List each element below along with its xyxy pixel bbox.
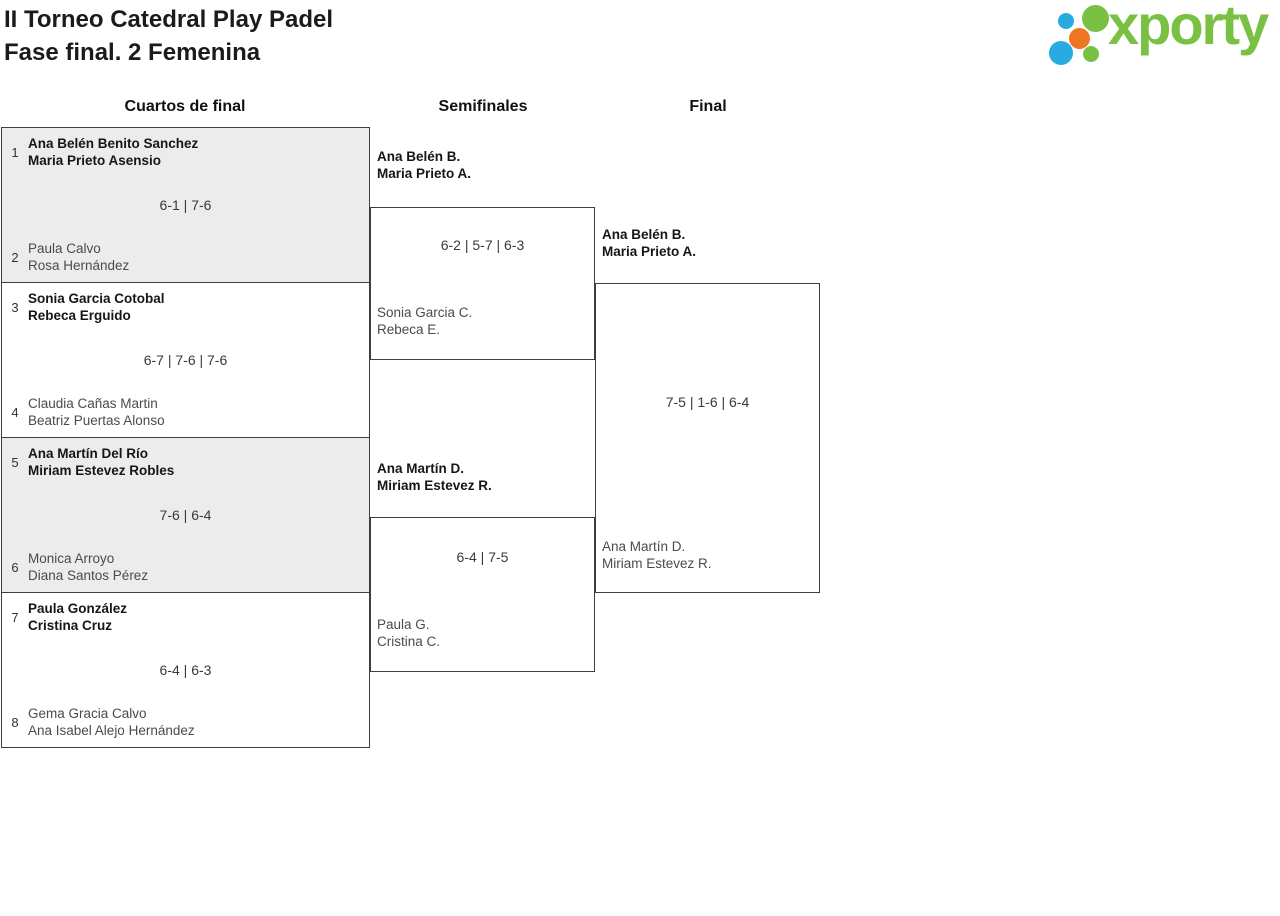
seed-number: 4 xyxy=(11,404,19,420)
player-name: Rebeca E. xyxy=(377,322,441,337)
match-entry: 8 Gema Gracia Calvo Ana Isabel Alejo Her… xyxy=(2,705,369,739)
match-entry: 1 Ana Belén Benito Sanchez Maria Prieto … xyxy=(2,135,369,169)
player-name: Sonia Garcia Cotobal xyxy=(28,291,165,306)
logo-dot-icon xyxy=(1082,5,1109,32)
semifinal-match-2 xyxy=(370,517,595,672)
player-name: Paula González xyxy=(28,601,128,616)
player-name: Monica Arroyo xyxy=(28,551,115,566)
player-name: Beatriz Puertas Alonso xyxy=(28,413,165,428)
player-name: Diana Santos Pérez xyxy=(28,568,149,583)
logo-dot-icon xyxy=(1083,46,1099,62)
seed-number: 1 xyxy=(11,144,19,160)
team-name: Sonia Garcia Cotobal Rebeca Erguido xyxy=(28,290,165,324)
quarterfinal-match-2: 3 Sonia Garcia Cotobal Rebeca Erguido 6-… xyxy=(1,282,370,438)
seed-number: 6 xyxy=(11,559,19,575)
player-name: Miriam Estevez Robles xyxy=(28,463,175,478)
tournament-name: II Torneo Catedral Play Padel xyxy=(4,6,333,33)
player-name: Maria Prieto A. xyxy=(602,244,697,259)
seed-number: 2 xyxy=(11,249,19,265)
player-name: Rosa Hernández xyxy=(28,258,130,273)
logo-wordmark: xporty xyxy=(1108,0,1269,56)
column-header-quarterfinals: Cuartos de final xyxy=(124,98,246,115)
player-name: Ana Isabel Alejo Hernández xyxy=(28,723,195,738)
seed-number: 3 xyxy=(11,299,19,315)
player-name: Gema Gracia Calvo xyxy=(28,706,147,721)
team-name: Paula Calvo Rosa Hernández xyxy=(28,240,129,274)
match-score: 7-6 | 6-4 xyxy=(159,506,212,523)
xporty-logo: xporty xyxy=(1046,0,1276,76)
player-name: Cristina C. xyxy=(377,634,441,649)
semifinal1-bottom-team: Sonia Garcia C. Rebeca E. xyxy=(377,304,472,338)
player-name: Cristina Cruz xyxy=(28,618,113,633)
page-title: II Torneo Catedral Play Padel Fase final… xyxy=(4,3,333,69)
player-name: Ana Martín Del Río xyxy=(28,446,149,461)
match-score: 7-5 | 1-6 | 6-4 xyxy=(665,394,750,410)
seed-number: 7 xyxy=(11,609,19,625)
seed-number: 8 xyxy=(11,714,19,730)
match-score: 6-2 | 5-7 | 6-3 xyxy=(440,237,525,253)
match-score: 6-4 | 7-5 xyxy=(456,549,509,565)
match-entry: 4 Claudia Cañas Martin Beatriz Puertas A… xyxy=(2,395,369,429)
logo-dot-icon xyxy=(1049,41,1073,65)
match-score: 6-4 | 6-3 xyxy=(159,661,212,678)
phase-category: Fase final. 2 Femenina xyxy=(4,39,261,66)
team-name: Monica Arroyo Diana Santos Pérez xyxy=(28,550,148,584)
match-score: 6-7 | 7-6 | 7-6 xyxy=(143,351,228,368)
player-name: Rebeca Erguido xyxy=(28,308,131,323)
semifinal2-top-team: Ana Martín D. Miriam Estevez R. xyxy=(377,460,492,494)
quarterfinal-match-4: 7 Paula González Cristina Cruz 6-4 | 6-3… xyxy=(1,592,370,748)
team-name: Ana Belén Benito Sanchez Maria Prieto As… xyxy=(28,135,198,169)
player-name: Ana Belén B. xyxy=(602,227,686,242)
match-entry: 2 Paula Calvo Rosa Hernández xyxy=(2,240,369,274)
player-name: Ana Martín D. xyxy=(602,539,686,554)
logo-dot-icon xyxy=(1069,28,1090,49)
player-name: Paula G. xyxy=(377,617,430,632)
player-name: Maria Prieto Asensio xyxy=(28,153,162,168)
player-name: Ana Belén B. xyxy=(377,149,461,164)
semifinal-match-1 xyxy=(370,207,595,360)
match-entry: 6 Monica Arroyo Diana Santos Pérez xyxy=(2,550,369,584)
final-bottom-team: Ana Martín D. Miriam Estevez R. xyxy=(602,538,712,572)
column-header-final: Final xyxy=(689,98,727,115)
player-name: Ana Belén Benito Sanchez xyxy=(28,136,199,151)
player-name: Maria Prieto A. xyxy=(377,166,472,181)
match-entry: 7 Paula González Cristina Cruz xyxy=(2,600,369,634)
player-name: Miriam Estevez R. xyxy=(602,556,712,571)
semifinal2-bottom-team: Paula G. Cristina C. xyxy=(377,616,440,650)
team-name: Gema Gracia Calvo Ana Isabel Alejo Herná… xyxy=(28,705,195,739)
final-top-team: Ana Belén B. Maria Prieto A. xyxy=(602,226,696,260)
final-match xyxy=(595,283,820,593)
quarterfinal-match-1: 1 Ana Belén Benito Sanchez Maria Prieto … xyxy=(1,127,370,283)
column-header-semifinals: Semifinales xyxy=(438,98,528,115)
player-name: Ana Martín D. xyxy=(377,461,465,476)
player-name: Paula Calvo xyxy=(28,241,101,256)
quarterfinal-match-3: 5 Ana Martín Del Río Miriam Estevez Robl… xyxy=(1,437,370,593)
semifinal1-top-team: Ana Belén B. Maria Prieto A. xyxy=(377,148,471,182)
player-name: Sonia Garcia C. xyxy=(377,305,473,320)
seed-number: 5 xyxy=(11,454,19,470)
team-name: Claudia Cañas Martin Beatriz Puertas Alo… xyxy=(28,395,165,429)
team-name: Paula González Cristina Cruz xyxy=(28,600,127,634)
player-name: Miriam Estevez R. xyxy=(377,478,492,493)
team-name: Ana Martín Del Río Miriam Estevez Robles xyxy=(28,445,174,479)
match-entry: 3 Sonia Garcia Cotobal Rebeca Erguido xyxy=(2,290,369,324)
match-entry: 5 Ana Martín Del Río Miriam Estevez Robl… xyxy=(2,445,369,479)
match-score: 6-1 | 7-6 xyxy=(159,196,212,213)
logo-dot-icon xyxy=(1058,13,1074,29)
player-name: Claudia Cañas Martin xyxy=(28,396,158,411)
